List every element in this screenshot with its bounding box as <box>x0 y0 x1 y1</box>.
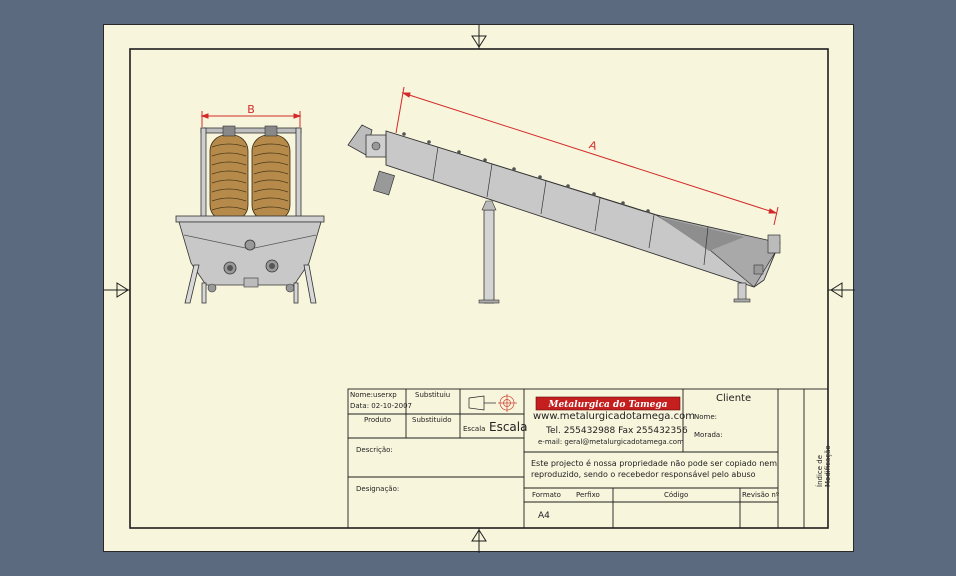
descricao-label: Descrição: <box>356 446 393 454</box>
indice-line1: Índice de <box>816 454 824 487</box>
side-view: A <box>347 86 781 304</box>
designacao-label: Designação: <box>356 485 400 493</box>
cliente-nome: Nome: <box>694 413 718 421</box>
author-name: Nome:userxp <box>350 391 397 399</box>
revisao-label: Revisão nº <box>742 491 780 499</box>
tank-body <box>178 221 322 286</box>
escala-label: Escala <box>463 425 486 433</box>
drawing-sheet: B <box>103 24 855 553</box>
cliente-label: Cliente <box>716 393 752 404</box>
cliente-morada: Morada: <box>694 431 723 439</box>
centering-marks <box>104 25 855 553</box>
dimension-a <box>395 86 779 226</box>
projection-symbol <box>468 394 517 412</box>
disclaimer-line2: reproduzido, sendo o recebedor responsáv… <box>531 470 756 479</box>
inner-border <box>129 48 829 529</box>
spiral-right <box>251 134 291 222</box>
company-logo <box>535 396 681 411</box>
substituido-label: Substituido <box>412 416 452 424</box>
formato-label: Formato <box>532 491 561 499</box>
company-email: e-mail: geral@metalurgicadotamega.com <box>538 438 684 446</box>
support-column <box>483 209 495 304</box>
front-view: B <box>175 103 325 304</box>
dimension-a-label: A <box>587 138 599 153</box>
indice-line2: Modificação <box>824 445 832 487</box>
perfixo-label: Perfixo <box>576 491 600 499</box>
dimension-b-label: B <box>247 103 255 116</box>
produto-label: Produto <box>364 416 392 424</box>
company-website: www.metalurgicadotamega.com <box>533 411 695 422</box>
company-phone: Tel. 255432988 Fax 255432356 <box>546 426 688 436</box>
screw-trough <box>385 130 781 288</box>
drawing-date: Data: 02-10-2007 <box>350 402 412 410</box>
technical-drawing: B <box>104 25 855 553</box>
substituiu-label: Substituiu <box>415 391 451 399</box>
disclaimer-line1: Este projecto é nossa propriedade não po… <box>531 459 778 468</box>
title-block <box>347 388 829 529</box>
codigo-label: Código <box>664 491 689 499</box>
dimension-b <box>200 111 302 127</box>
spiral-left <box>209 134 249 222</box>
escala-value: Escala <box>489 420 528 434</box>
formato-value: A4 <box>538 511 550 521</box>
logo-text: Metalurgica do Tamega <box>547 400 667 410</box>
